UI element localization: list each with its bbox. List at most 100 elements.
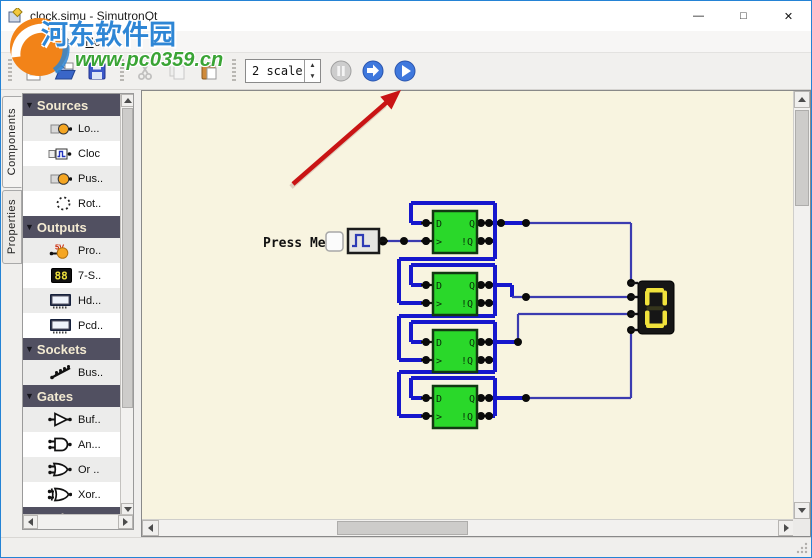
svg-text:>: > — [436, 299, 442, 310]
component-item[interactable]: Xor.. — [23, 482, 121, 507]
step-button[interactable] — [359, 57, 387, 85]
menu-bar: File Edit Help — [1, 31, 811, 53]
component-item[interactable]: An... — [23, 432, 121, 457]
resize-grip-icon[interactable] — [796, 542, 808, 554]
section-label: Outputs — [36, 219, 87, 235]
canvas-horizontal-scrollbar[interactable] — [142, 519, 795, 536]
junction-dots — [378, 219, 635, 402]
scroll-down-icon[interactable] — [794, 502, 810, 519]
section-header-gates[interactable]: ▼Gates — [23, 385, 121, 407]
toolbar-grip[interactable] — [120, 59, 124, 83]
flip-flop-2[interactable]: D > Q !Q — [431, 271, 479, 317]
svg-text:!Q: !Q — [461, 237, 473, 248]
component-label: Rot.. — [78, 197, 102, 210]
menu-file[interactable]: File — [13, 34, 33, 49]
scrollbar-thumb[interactable] — [795, 110, 809, 206]
status-bar — [1, 537, 811, 557]
component-label: An... — [78, 438, 101, 451]
section-label: Gates — [36, 388, 74, 404]
spin-up-icon[interactable]: ▲ — [309, 62, 316, 69]
tab-components[interactable]: Components — [2, 96, 22, 188]
step-arrow-icon — [362, 60, 384, 82]
component-label: Pus.. — [78, 172, 104, 185]
component-item[interactable]: Pcd.. — [23, 313, 121, 338]
component-item[interactable]: Lo... — [23, 116, 121, 141]
component-item[interactable]: Hd... — [23, 288, 121, 313]
component-label: Bus.. — [78, 366, 104, 379]
open-file-button[interactable] — [51, 57, 79, 85]
toolbar-grip[interactable] — [8, 59, 12, 83]
scrollbar-thumb[interactable] — [337, 521, 468, 535]
scroll-left-icon[interactable] — [23, 515, 38, 529]
component-item[interactable]: Or .. — [23, 457, 121, 482]
component-item[interactable]: Bus.. — [23, 360, 121, 385]
sidebar-horizontal-scrollbar[interactable] — [23, 514, 133, 529]
svg-text:88: 88 — [55, 270, 68, 283]
svg-text:5V: 5V — [55, 243, 64, 252]
seven-segment-display[interactable] — [629, 280, 675, 335]
component-label: Lo... — [78, 122, 100, 135]
flip-flop-3[interactable]: D > Q !Q — [431, 328, 479, 374]
toolbar: 2 scale ▲ ▼ — [1, 53, 811, 90]
new-file-button[interactable] — [19, 57, 47, 85]
tab-properties[interactable]: Properties — [2, 190, 22, 264]
segment-digit-0 — [645, 288, 667, 328]
svg-text:D: D — [436, 281, 442, 292]
schematic-canvas[interactable]: D > Q !Q D > Q !Q — [142, 91, 793, 519]
component-item[interactable]: Cloc — [23, 141, 121, 166]
collapse-triangle-icon: ▼ — [25, 100, 34, 110]
cut-button[interactable] — [131, 57, 159, 85]
toolbar-grip[interactable] — [232, 59, 236, 83]
menu-help[interactable]: Help — [85, 34, 110, 49]
canvas-vertical-scrollbar[interactable] — [793, 91, 810, 519]
section-header-sources[interactable]: ▼Sources — [23, 94, 121, 116]
scroll-up-icon[interactable] — [121, 94, 133, 107]
flip-flop-1[interactable]: D > Q !Q — [431, 209, 479, 255]
pause-icon — [330, 60, 352, 82]
spin-down-icon[interactable]: ▼ — [309, 73, 316, 80]
scrollbar-thumb[interactable] — [122, 108, 133, 408]
push-button-icon — [23, 172, 75, 186]
buffer-gate-icon — [23, 411, 75, 428]
play-icon — [394, 60, 416, 82]
component-label: 7-S.. — [78, 269, 102, 282]
section-header-sockets[interactable]: ▼Sockets — [23, 338, 121, 360]
close-button[interactable]: ✕ — [783, 10, 794, 23]
svg-text:!Q: !Q — [461, 299, 473, 310]
component-item[interactable]: Pus.. — [23, 166, 121, 191]
paste-button[interactable] — [195, 57, 223, 85]
scroll-right-icon[interactable] — [118, 515, 133, 529]
flip-flop-4[interactable]: D > Q !Q — [431, 384, 479, 430]
run-button[interactable] — [391, 57, 419, 85]
section-header-outputs[interactable]: ▼Outputs — [23, 216, 121, 238]
maximize-button[interactable]: □ — [740, 10, 747, 22]
component-item[interactable]: 88 7-S.. — [23, 263, 121, 288]
component-item[interactable]: Rot.. — [23, 191, 121, 216]
clock-source-component[interactable] — [346, 227, 388, 255]
push-button-component[interactable] — [325, 231, 344, 252]
probe-5v-icon: 5V — [23, 242, 75, 259]
component-label: Or .. — [78, 463, 100, 476]
clock-icon — [23, 147, 75, 161]
component-label: Buf.. — [78, 413, 101, 426]
save-file-button[interactable] — [83, 57, 111, 85]
app-icon — [8, 8, 23, 23]
lcd-icon — [23, 318, 75, 334]
pause-button[interactable] — [327, 57, 355, 85]
scroll-up-icon[interactable] — [794, 91, 810, 108]
component-item[interactable]: Buf.. — [23, 407, 121, 432]
scissors-icon — [138, 62, 152, 80]
sidebar-vertical-scrollbar[interactable] — [120, 94, 133, 516]
scale-spinbox[interactable]: 2 scale ▲ ▼ — [245, 59, 321, 83]
svg-text:D: D — [436, 338, 442, 349]
minimize-button[interactable]: — — [693, 10, 704, 22]
open-folder-icon — [54, 62, 76, 80]
menu-edit[interactable]: Edit — [48, 34, 70, 49]
component-label: Pcd.. — [78, 319, 104, 332]
copy-button[interactable] — [163, 57, 191, 85]
svg-text:>: > — [436, 237, 442, 248]
svg-text:D: D — [436, 394, 442, 405]
scroll-left-icon[interactable] — [142, 520, 159, 536]
